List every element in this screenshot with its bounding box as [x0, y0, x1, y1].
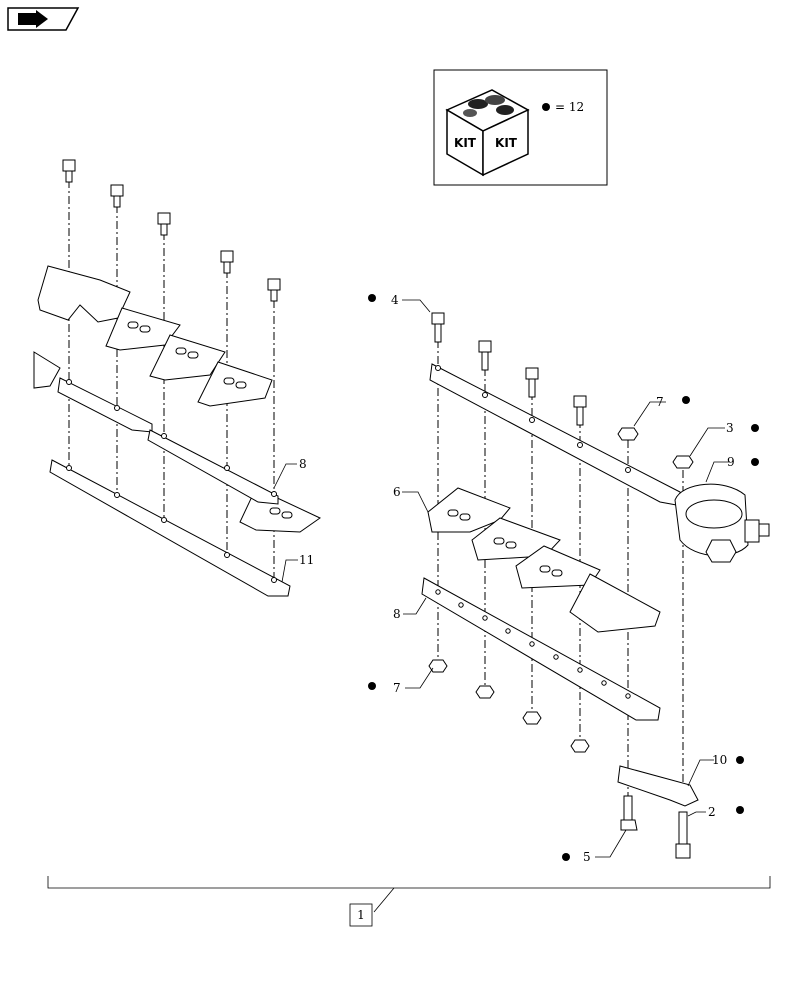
- right-knife-sections: [427, 487, 661, 633]
- kit-box: KIT KIT = 12: [433, 69, 608, 186]
- bullet-icon: [751, 424, 759, 432]
- kit-legend-bullet-icon: [542, 103, 550, 111]
- right-knife-back: [429, 363, 683, 507]
- callout-6: 6: [393, 485, 401, 499]
- right-lower-bar: [421, 577, 661, 721]
- left-partial-section: [33, 351, 61, 389]
- bullet-icon: [736, 756, 744, 764]
- callout-11: 11: [299, 553, 314, 567]
- right-lower-bolts: [620, 795, 691, 859]
- page-nav-arrow-icon[interactable]: [7, 7, 80, 31]
- callout-1-box: [349, 903, 373, 927]
- bullet-icon: [368, 682, 376, 690]
- bullet-icon: [562, 853, 570, 861]
- kit-label-left: KIT: [454, 136, 477, 150]
- left-knife-back-lower: [147, 429, 279, 505]
- callout-8-right: 8: [393, 607, 401, 621]
- kit-legend-text: = 12: [555, 100, 584, 114]
- right-knife-slots: [447, 509, 563, 577]
- left-bolts: [62, 159, 281, 302]
- callouts: [47, 299, 771, 913]
- callout-10: 10: [712, 753, 727, 767]
- kit-cube-icon: [445, 89, 530, 177]
- callout-1: 1: [357, 908, 365, 922]
- callout-9: 9: [727, 455, 735, 469]
- callout-5: 5: [583, 850, 591, 864]
- bullet-icon: [682, 396, 690, 404]
- right-bolts: [431, 312, 587, 426]
- kit-label-right: KIT: [495, 136, 518, 150]
- left-knife-back-upper: [57, 377, 153, 433]
- callout-7-lower: 7: [393, 681, 401, 695]
- left-bar-holes: [66, 379, 277, 583]
- right-bracket: [617, 765, 699, 807]
- right-clamp-head: [674, 483, 770, 563]
- right-lower-nuts: [428, 659, 590, 753]
- callout-4: 4: [391, 293, 399, 307]
- bullet-icon: [736, 806, 744, 814]
- callout-8-left: 8: [299, 457, 307, 471]
- callout-7-upper: 7: [656, 395, 664, 409]
- left-knife-slots: [127, 321, 293, 519]
- bullet-icon: [751, 458, 759, 466]
- right-lower-bar-holes: [435, 589, 631, 699]
- callout-bullets: [368, 294, 759, 861]
- bullet-icon: [368, 294, 376, 302]
- callout-2: 2: [708, 805, 716, 819]
- right-knife-back-holes: [435, 365, 631, 473]
- right-assembly: [421, 312, 770, 859]
- callout-3: 3: [726, 421, 734, 435]
- right-upper-nuts: [617, 427, 694, 469]
- left-assembly: [33, 159, 321, 597]
- left-backing-bar: [49, 459, 291, 597]
